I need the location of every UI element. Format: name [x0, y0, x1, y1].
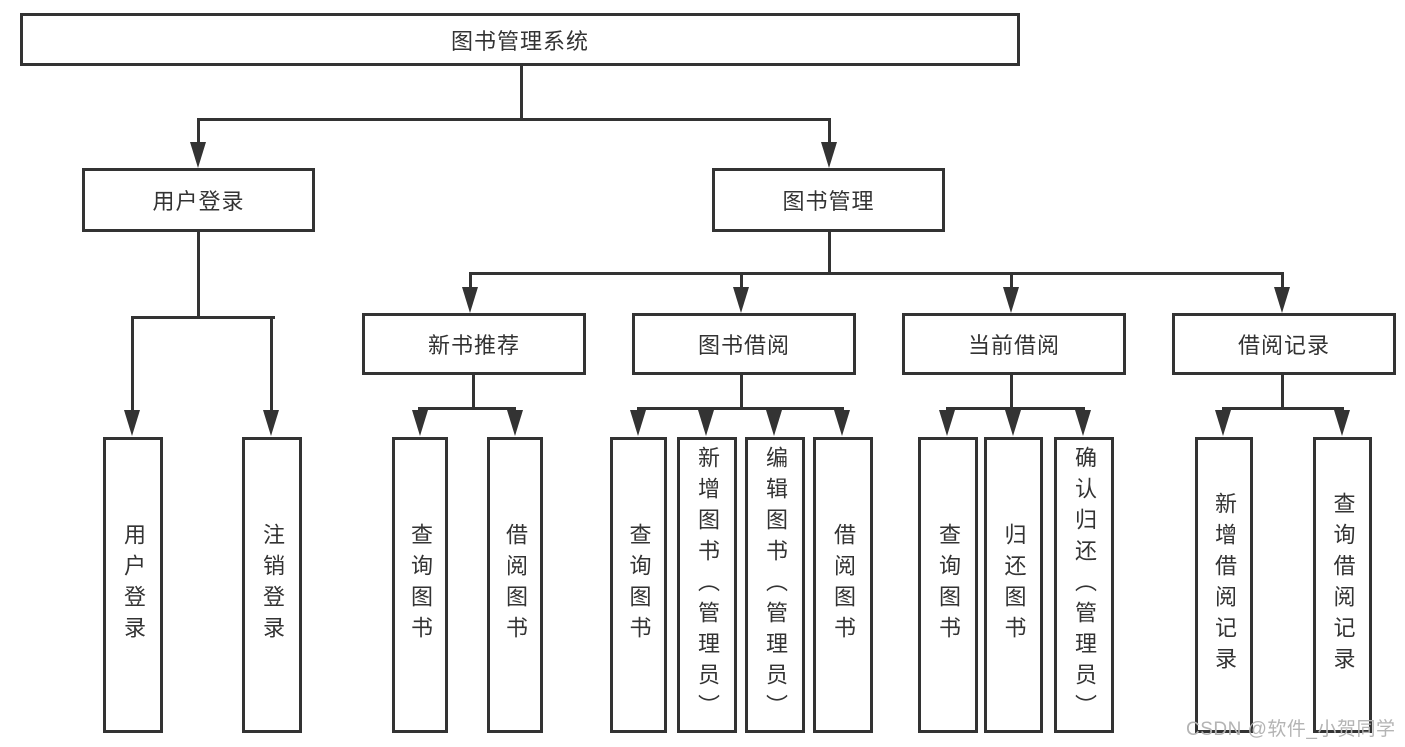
leaf-label: 查询图书 — [408, 523, 433, 647]
leaf-borrow-books: 借阅图书 — [813, 437, 873, 733]
leaf-return-books: 归还图书 — [984, 437, 1043, 733]
node-new-book-recommendation: 新书推荐 — [362, 313, 586, 375]
leaf-label: 归还图书 — [1001, 523, 1027, 647]
csdn-watermark: CSDN @软件_小贺同学 — [1186, 719, 1396, 740]
connector-line — [637, 407, 844, 410]
connector-line — [469, 272, 1284, 275]
connector-line — [946, 407, 1085, 410]
arrowhead-icon — [834, 410, 850, 436]
leaf-label: 查询图书 — [936, 523, 961, 647]
arrowhead-icon — [766, 410, 782, 436]
arrowhead-icon — [124, 410, 140, 436]
connector-line — [270, 316, 273, 414]
node-book-borrowing: 图书借阅 — [632, 313, 856, 375]
leaf-add-books-admin: 新增图书（管理员） — [677, 437, 737, 733]
arrowhead-icon — [1274, 287, 1290, 313]
leaf-edit-books-admin: 编辑图书（管理员） — [745, 437, 805, 733]
connector-line — [1281, 375, 1284, 410]
arrowhead-icon — [1215, 410, 1231, 436]
arrowhead-icon — [821, 142, 837, 168]
arrowhead-icon — [190, 142, 206, 168]
node-user-login: 用户登录 — [82, 168, 315, 232]
leaf-label: 查询借阅记录 — [1330, 492, 1356, 678]
arrowhead-icon — [412, 410, 428, 436]
leaf-borrow-books-recommend: 借阅图书 — [487, 437, 543, 733]
arrowhead-icon — [462, 287, 478, 313]
leaf-query-books-recommend: 查询图书 — [392, 437, 448, 733]
node-label: 借阅记录 — [1237, 333, 1330, 358]
arrowhead-icon — [263, 410, 279, 436]
connector-line — [1010, 272, 1013, 292]
leaf-label: 用户登录 — [121, 523, 146, 647]
connector-line — [828, 118, 831, 148]
leaf-add-borrow-record: 新增借阅记录 — [1195, 437, 1253, 733]
leaf-label: 确认归还（管理员） — [1072, 445, 1097, 725]
leaf-label: 借阅图书 — [503, 523, 528, 647]
connector-line — [418, 407, 516, 410]
node-book-management: 图书管理 — [712, 168, 945, 232]
node-label: 用户登录 — [152, 189, 245, 214]
leaf-label: 新增图书（管理员） — [695, 445, 720, 725]
leaf-query-books-borrow: 查询图书 — [610, 437, 667, 733]
arrowhead-icon — [939, 410, 955, 436]
node-borrowing-records: 借阅记录 — [1172, 313, 1396, 375]
leaf-label: 借阅图书 — [831, 523, 856, 647]
node-current-borrowing: 当前借阅 — [902, 313, 1126, 375]
connector-line — [197, 118, 200, 148]
connector-line — [740, 375, 743, 410]
node-label: 新书推荐 — [427, 333, 520, 358]
arrowhead-icon — [630, 410, 646, 436]
node-label: 图书借阅 — [697, 333, 790, 358]
leaf-label: 查询图书 — [626, 523, 652, 647]
connector-line — [197, 118, 831, 121]
arrowhead-icon — [1005, 410, 1021, 436]
node-label: 图书管理 — [782, 189, 875, 214]
connector-line — [197, 232, 200, 319]
connector-line — [1222, 407, 1344, 410]
arrowhead-icon — [1075, 410, 1091, 436]
leaf-confirm-return-admin: 确认归还（管理员） — [1054, 437, 1114, 733]
arrowhead-icon — [1334, 410, 1350, 436]
arrowhead-icon — [1003, 287, 1019, 313]
connector-line — [740, 272, 743, 292]
arrowhead-icon — [698, 410, 714, 436]
connector-line — [472, 375, 475, 410]
leaf-label: 注销登录 — [260, 523, 285, 647]
connector-line — [131, 316, 134, 414]
node-label: 图书管理系统 — [450, 28, 589, 54]
connector-line — [469, 272, 472, 292]
leaf-query-books-current: 查询图书 — [918, 437, 978, 733]
connector-line — [828, 232, 831, 275]
leaf-label: 编辑图书（管理员） — [763, 445, 788, 725]
arrowhead-icon — [733, 287, 749, 313]
connector-line — [131, 316, 275, 319]
connector-line — [1010, 375, 1013, 410]
connector-line — [1281, 272, 1284, 292]
leaf-user-login: 用户登录 — [103, 437, 163, 733]
node-label: 当前借阅 — [967, 333, 1060, 358]
leaf-label: 新增借阅记录 — [1212, 492, 1237, 678]
leaf-query-borrow-record: 查询借阅记录 — [1313, 437, 1372, 733]
arrowhead-icon — [507, 410, 523, 436]
connector-line — [520, 66, 523, 118]
leaf-logout: 注销登录 — [242, 437, 302, 733]
node-library-management-system: 图书管理系统 — [20, 13, 1020, 66]
